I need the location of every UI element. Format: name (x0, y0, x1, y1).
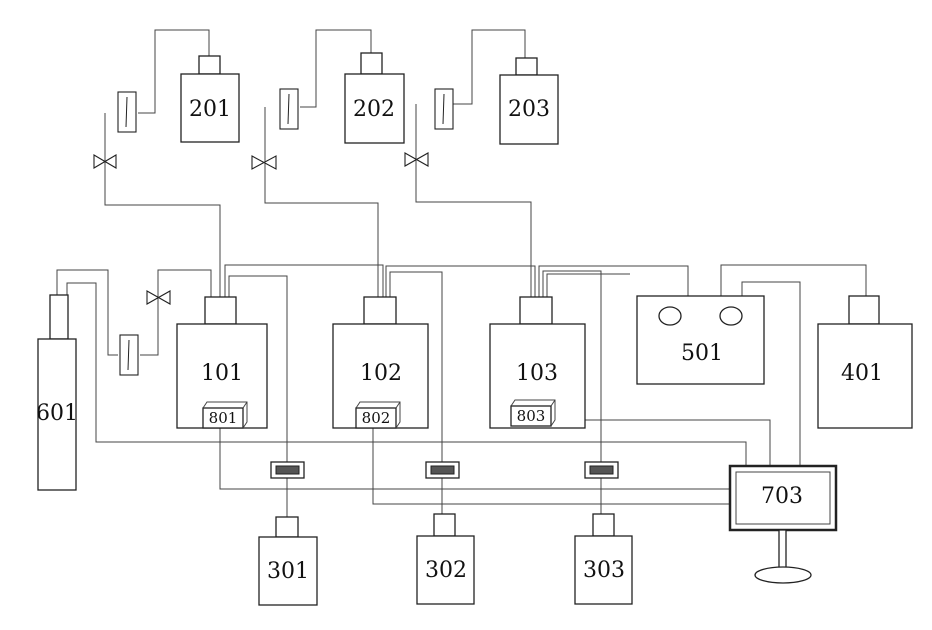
flowmeter-icon (118, 92, 136, 132)
port-icon (720, 307, 742, 325)
signal-line-803 (555, 420, 770, 466)
flowmeter-icon (435, 89, 453, 129)
line-103-to-501-b (547, 274, 630, 297)
collector-label: 301 (267, 559, 309, 584)
monitor-base (755, 567, 811, 583)
collector-label: 303 (583, 558, 625, 583)
gas-cylinder-label: 601 (36, 401, 78, 426)
pumps (271, 462, 618, 478)
feed-tank-203: 203 (500, 58, 558, 144)
unit-401-label: 401 (841, 361, 883, 386)
feed-tank-label: 203 (508, 97, 550, 122)
reactor-101: 101 801 (177, 297, 267, 428)
reactor-103: 103 803 (490, 297, 585, 428)
feed-tank-201: 201 (181, 56, 239, 142)
line-101-to-102 (225, 265, 383, 297)
feed-tank-label: 202 (353, 97, 395, 122)
collector-303: 303 (575, 514, 632, 604)
collector-302: 302 (417, 514, 474, 604)
sensor-label: 801 (209, 409, 238, 427)
feed-tank-202: 202 (345, 53, 404, 143)
monitor-stand (779, 530, 786, 570)
port-icon (659, 307, 681, 325)
reactor-102: 102 802 (333, 297, 428, 428)
monitor-703: 703 (730, 466, 836, 583)
unit-501-label: 501 (681, 341, 723, 366)
sensor-label: 802 (362, 409, 391, 427)
collector-label: 302 (425, 558, 467, 583)
unit-501: 501 (637, 296, 764, 384)
pipe-network (57, 30, 866, 517)
collector-301: 301 (259, 517, 317, 605)
reactor-label: 101 (201, 361, 243, 386)
signal-line-801 (220, 428, 730, 489)
reactor-label: 103 (516, 361, 558, 386)
reactor-label: 102 (360, 361, 402, 386)
line-501-to-401 (721, 265, 866, 296)
line-102-to-103 (386, 266, 535, 297)
unit-401: 401 (818, 296, 912, 428)
pump-icon (271, 462, 304, 478)
pump-icon (585, 462, 618, 478)
flowmeter-icon (280, 89, 298, 129)
monitor-label: 703 (761, 484, 803, 509)
gas-cylinder-601: 601 (36, 295, 78, 490)
sensor-label: 803 (517, 407, 546, 425)
flowmeter-icon (120, 335, 138, 375)
feed-tank-label: 201 (189, 97, 231, 122)
pump-icon (426, 462, 459, 478)
valve-icon (252, 156, 276, 169)
